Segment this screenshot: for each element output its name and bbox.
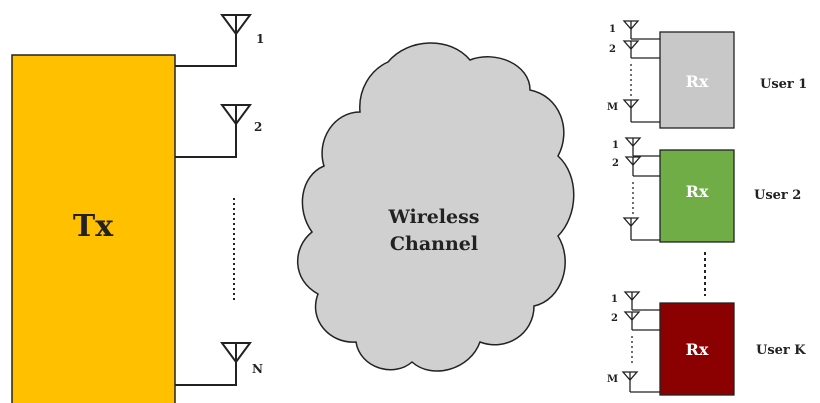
user-2-antenna-1-icon	[624, 137, 642, 156]
wireless-channel-cloud: Wireless Channel	[297, 42, 575, 372]
user-1-antenna-m-label: M	[607, 102, 618, 113]
user-2-antenna-m-icon	[622, 217, 640, 240]
user-k-rx-box	[659, 302, 735, 396]
user-1-receiver: 1 2 M Rx User 1	[607, 20, 807, 129]
tx-antenna-n-icon	[220, 342, 252, 364]
cloud-shape	[297, 42, 575, 372]
channel-label-line2: Channel	[390, 233, 478, 255]
user-1-rx-label: Rx	[686, 72, 709, 91]
tx-antenna-n-feed	[175, 357, 237, 386]
tx-antenna-2-icon	[220, 104, 252, 126]
user-2-antenna-1-label: 1	[612, 140, 619, 151]
tx-antenna-1-icon	[220, 14, 252, 36]
user-1-label: User 1	[760, 77, 807, 92]
user-2-receiver: 1 2 Rx User 2	[612, 137, 801, 243]
tx-antenna-2-label: 2	[254, 120, 262, 134]
user-2-antenna-2-label: 2	[612, 158, 619, 169]
tx-antenna-1-feed	[175, 28, 237, 67]
channel-label-line1: Wireless	[387, 206, 479, 228]
user-k-antenna-2-icon	[623, 311, 641, 330]
user-1-rx-box	[659, 31, 735, 129]
user-k-antenna-m-label: M	[607, 374, 618, 385]
user-k-antenna-m-icon	[621, 371, 639, 392]
user-k-label: User K	[756, 343, 806, 358]
transmitter: Tx 1 2 N	[11, 14, 264, 403]
tx-antenna-2-feed	[175, 118, 237, 158]
user-k-antenna-1-icon	[623, 291, 641, 310]
user-2-rx-label: Rx	[686, 182, 709, 201]
user-1-antenna-2-label: 2	[609, 44, 616, 55]
user-k-receiver: 1 2 M Rx User K	[607, 291, 806, 396]
user-1-antenna-1-label: 1	[609, 24, 616, 35]
user-1-antenna-1-icon	[622, 20, 640, 39]
user-1-antenna-2-icon	[622, 40, 640, 58]
user-2-antenna-2-icon	[624, 156, 642, 176]
user-k-rx-label: Rx	[686, 340, 709, 359]
user-2-label: User 2	[754, 188, 801, 203]
user-2-rx-box	[659, 149, 735, 243]
user-k-antenna-2-label: 2	[611, 313, 618, 324]
user-1-antenna-m-icon	[622, 99, 640, 122]
tx-antenna-1-label: 1	[256, 32, 264, 46]
tx-label: Tx	[73, 209, 114, 244]
tx-box	[11, 54, 176, 403]
user-k-antenna-1-label: 1	[611, 294, 618, 305]
tx-antenna-n-label: N	[252, 362, 263, 376]
